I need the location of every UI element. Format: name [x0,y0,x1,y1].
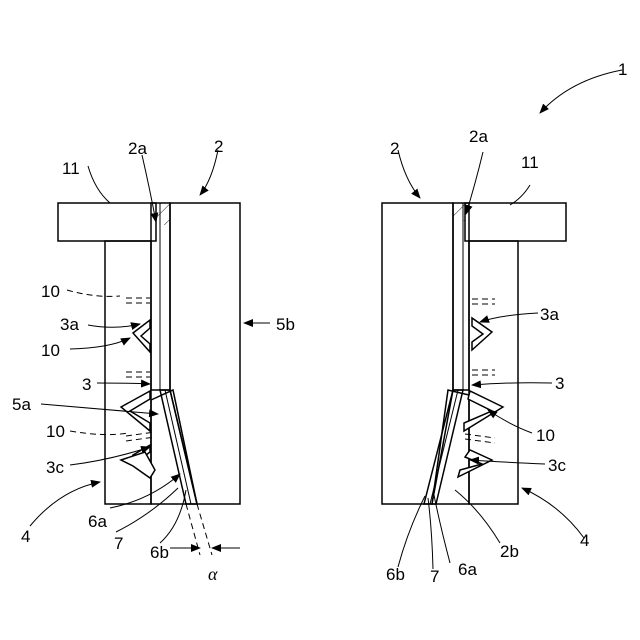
label-3c-right: 3c [548,456,566,475]
label-5a: 5a [12,395,31,414]
label-6b-right: 6b [386,565,405,584]
label-10-left-mid: 10 [41,341,60,360]
label-7-right: 7 [430,567,439,586]
left-flange [58,203,156,241]
label-11-right: 11 [521,153,539,172]
right-flange [465,203,566,241]
label-2b-right: 2b [500,542,519,561]
label-6a-right: 6a [458,560,477,579]
left-assembly [30,150,270,555]
label-4-left: 4 [21,527,30,546]
right-chevrons [458,318,503,477]
label-4-right: 4 [580,531,589,550]
label-5b: 5b [276,315,295,334]
label-7-left: 7 [114,534,123,553]
label-3a-left: 3a [60,315,79,334]
right-slit-channel [453,203,469,390]
label-2-right: 2 [390,139,399,158]
right-main-block [382,203,453,504]
label-alpha: α [208,564,218,584]
label-1: 1 [618,60,627,79]
label-3a-right: 3a [540,305,559,324]
label-2a-left: 2a [128,139,147,158]
right-leaders [398,70,622,569]
right-die-body [469,241,518,504]
label-3-right: 3 [555,374,564,393]
label-10-left-top: 10 [41,282,60,301]
label-10-left-low: 10 [46,422,65,441]
label-3-left: 3 [82,375,91,394]
label-10-right: 10 [536,426,555,445]
label-2a-right: 2a [469,127,488,146]
label-6a-left: 6a [88,512,107,531]
label-3c-left: 3c [46,458,64,477]
label-11-left: 11 [62,159,80,178]
right-assembly [382,70,622,569]
label-2-left: 2 [214,137,223,156]
label-6b-left: 6b [150,543,169,562]
